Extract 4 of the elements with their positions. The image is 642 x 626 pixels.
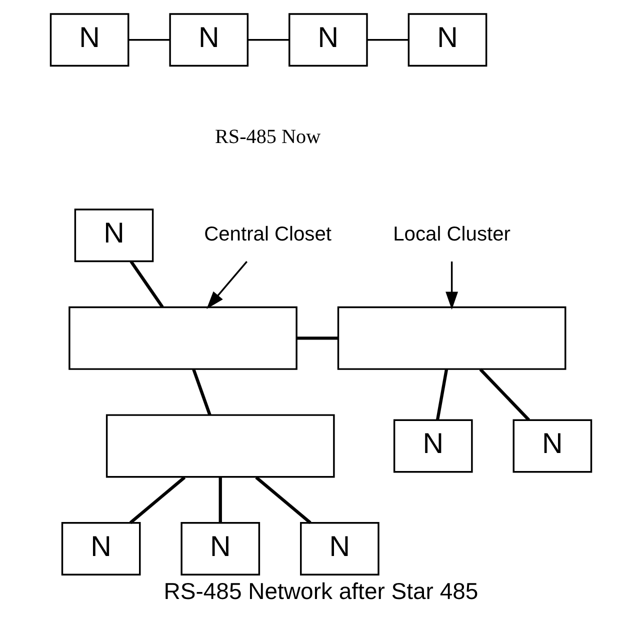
caption: RS-485 Network after Star 485 xyxy=(164,578,478,604)
node-text: Central Closet xyxy=(204,224,332,246)
label: RS-485 Now xyxy=(215,126,321,148)
node-text: Local Cluster xyxy=(393,224,510,246)
